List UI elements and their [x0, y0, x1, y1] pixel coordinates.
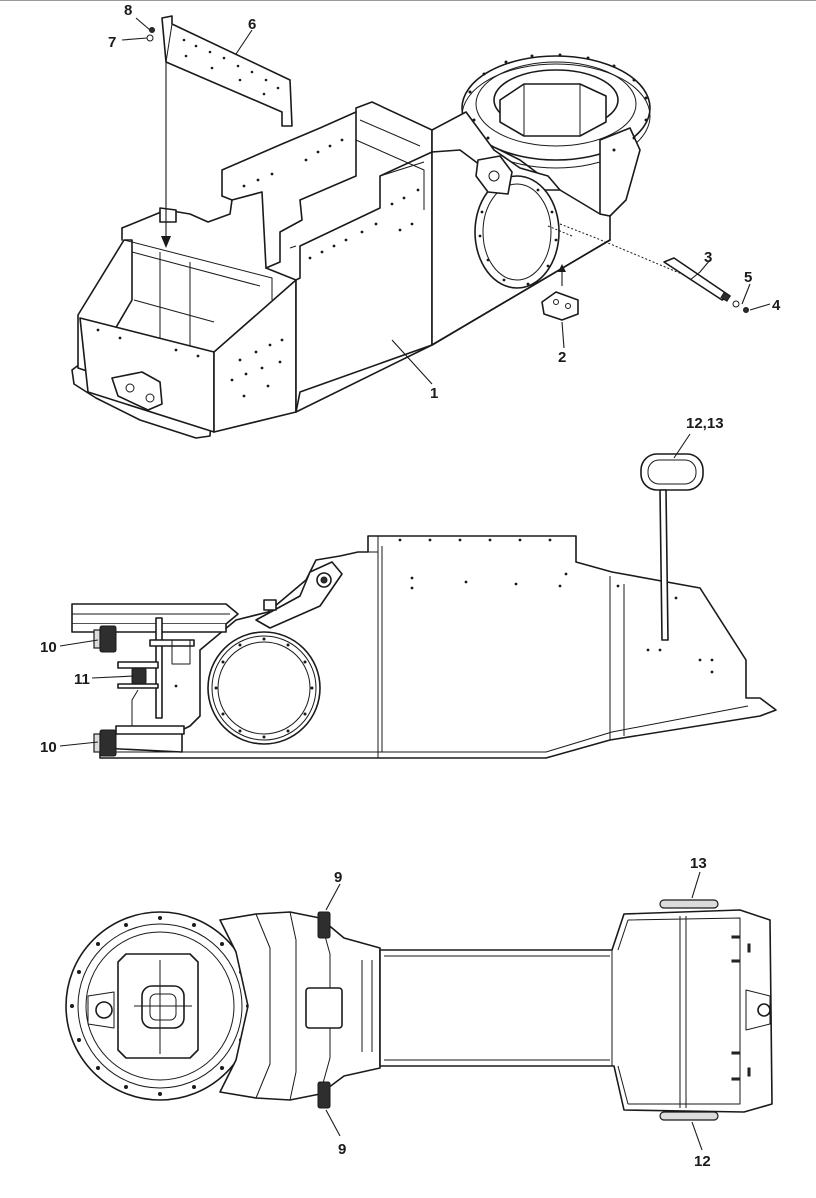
- callout-4: 4: [772, 297, 781, 314]
- wear-pads-side-10-11: [93, 625, 185, 757]
- callout-8: 8: [124, 2, 132, 19]
- cover-plate-item-6: [161, 15, 293, 248]
- side-ring-bolts: [214, 637, 314, 739]
- callout-13: 13: [690, 855, 707, 872]
- callout-10-upper: 10: [40, 639, 57, 656]
- handle-side-12-13: [640, 453, 704, 641]
- callout-6: 6: [248, 16, 256, 33]
- pin-and-hardware-3-4-5: [663, 257, 749, 313]
- turntable-ring: [431, 53, 721, 291]
- callout-12-13: 12,13: [686, 415, 724, 432]
- callout-11: 11: [74, 671, 90, 688]
- callout-2: 2: [558, 349, 566, 366]
- isometric-view: 8 7 6 1 2 3 5 4: [71, 2, 781, 439]
- callout-9-top: 9: [334, 869, 342, 886]
- screw-washer-items-7-8: [146, 27, 155, 42]
- side-view: 10 11 10 12,13: [40, 415, 777, 759]
- top-border-line: [0, 0, 816, 1]
- top-view-slots: [731, 935, 751, 1081]
- callout-3: 3: [704, 249, 712, 266]
- wear-pad-item-2: [541, 264, 579, 321]
- rivet-dots-isometric: [96, 138, 420, 398]
- callout-1: 1: [430, 385, 438, 402]
- callout-7: 7: [108, 34, 116, 51]
- callout-10-lower: 10: [40, 739, 57, 756]
- callout-9-bottom: 9: [338, 1141, 346, 1158]
- top-view: 9 9 13 12: [65, 855, 773, 1170]
- ring-bolt-dots: [468, 53, 648, 286]
- callout-5: 5: [744, 269, 752, 286]
- side-panel-dots: [174, 538, 714, 688]
- callout-12: 12: [694, 1153, 711, 1170]
